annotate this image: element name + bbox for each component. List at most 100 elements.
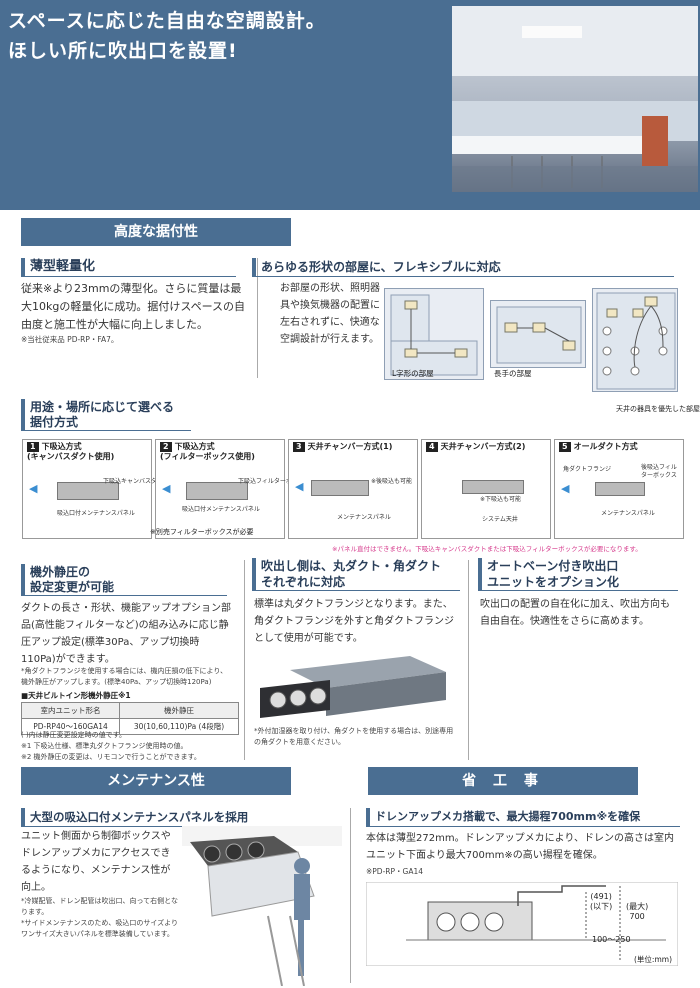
drain-note: ※PD-RP・GA14 bbox=[366, 867, 424, 876]
dim-700-value: 700 bbox=[629, 912, 645, 921]
drain-dim-700: (最大)700 bbox=[626, 902, 648, 922]
section-title-outlet-1: 吹出し側は、丸ダクト・角ダクト bbox=[252, 558, 441, 574]
method-num-5: 5 bbox=[559, 442, 571, 452]
airflow-arrow-icon: ◀ bbox=[561, 482, 570, 495]
dim-700-label: (最大) bbox=[626, 902, 649, 911]
method-label-3: 天井チャンバー方式(1) bbox=[307, 442, 393, 451]
airflow-arrow-icon: ◀ bbox=[295, 480, 304, 493]
table-cell-model: PD-RP40〜160GA14 bbox=[22, 719, 120, 734]
pressure-note-2: ※1 下吸込仕様、標準丸ダクトフランジ使用時の値。 bbox=[21, 742, 188, 750]
caption-rear-filter: 後吸込フィルターボックス bbox=[641, 464, 677, 479]
method-num-1: 1 bbox=[27, 442, 39, 452]
column-divider bbox=[468, 560, 469, 760]
column-divider bbox=[244, 560, 245, 760]
drain-dim-491: (491)(以下) bbox=[590, 892, 612, 912]
method-label-5: オールダクト方式 bbox=[573, 442, 638, 451]
panel-footnote: ※パネル直付はできません。下吸込キャンバスダクトまたは下吸込フィルターボックスが… bbox=[332, 545, 642, 553]
headline-line1: スペースに応じた自由な空調設計。 bbox=[8, 10, 326, 32]
section-title-maintenance: 大型の吸込口付メンテナンスパネルを採用 bbox=[21, 808, 339, 827]
caption-panel-1: 吸込口付メンテナンスパネル bbox=[57, 510, 135, 517]
drain-dim-range: 100〜250 bbox=[592, 935, 631, 944]
band-energy-saving: 省 工 事 bbox=[368, 767, 638, 795]
pressure-note-3: ※2 機外静圧の変更は、リモコンで行うことができます。 bbox=[21, 753, 201, 761]
drain-diagram bbox=[366, 882, 678, 966]
band-installability: 高度な据付性 bbox=[21, 218, 291, 246]
column-divider bbox=[350, 808, 351, 983]
maintenance-body: ユニット側面から制御ボックスやドレンアップメカにアクセスできるようになり、メンテ… bbox=[21, 831, 171, 893]
method-sub-1: (キャンバスダクト使用) bbox=[27, 452, 115, 461]
headline-line2: ほしい所に吹出口を設置! bbox=[8, 40, 238, 62]
thin-note: ※当社従来品 PD-RP・FA7。 bbox=[21, 335, 119, 344]
room-label-fixtures: 天井の器具を優先した部屋 bbox=[616, 405, 700, 413]
section-title-vane-2: ユニットをオプション化 bbox=[478, 574, 678, 591]
showroom-illustration bbox=[452, 6, 698, 192]
caption-panel-2: 吸込口付メンテナンスパネル bbox=[182, 506, 260, 513]
room-diagram-fixtures bbox=[592, 288, 678, 392]
unit-drawing-1 bbox=[57, 482, 119, 500]
drain-unit-label: (単位:mm) bbox=[634, 955, 672, 964]
thin-body: 従来※より23mmの薄型化。さらに質量は最大10kgの軽量化に成功。据付けスペー… bbox=[21, 282, 246, 331]
maintenance-note-1: *冷媒配管、ドレン配管は吹出口、向って右側となります。 bbox=[21, 897, 178, 916]
pressure-note-1: ( )内は静圧変更設定時の値です。 bbox=[21, 731, 126, 739]
caption-maint-panel-5: メンテナンスパネル bbox=[601, 510, 655, 517]
section-title-drain: ドレンアップメカ搭載で、最大揚程700mm※を確保 bbox=[366, 808, 680, 827]
room-diagram-long bbox=[490, 300, 586, 368]
caption-maint-panel-3: メンテナンスパネル bbox=[337, 514, 391, 521]
method-label-1: 下吸込方式 bbox=[41, 442, 82, 451]
outlet-unit-illustration bbox=[260, 656, 446, 718]
section-title-pressure-2: 設定変更が可能 bbox=[21, 579, 227, 596]
unit-drawing-3 bbox=[311, 480, 369, 496]
caption-filter-box: 下吸込フィルターボックス bbox=[238, 478, 310, 485]
dim-491-unit: (以下) bbox=[590, 902, 613, 911]
column-divider bbox=[257, 258, 258, 378]
caption-rear-inlet: ※後吸込も可能 bbox=[371, 478, 413, 485]
section-title-pressure-1: 機外静圧の bbox=[21, 564, 90, 580]
caption-square-flange: 角ダクトフランジ bbox=[563, 466, 612, 473]
table-cell-pressure: 30(10,60,110)Pa (4段階) bbox=[133, 722, 225, 731]
flexible-body: お部屋の形状、照明器具や換気機器の配置に左右されずに、快適な空調設計が行えます。 bbox=[280, 283, 380, 345]
caption-system-ceiling: システム天井 bbox=[482, 516, 518, 523]
pressure-body: ダクトの長さ・形状、機能アップオプション部品(高性能フィルターなど)の組み込みに… bbox=[21, 603, 231, 665]
maintenance-note-2: *サイドメンテナンスのため、吸込口のサイズよりワンサイズ大きいパネルを標準装備し… bbox=[21, 919, 179, 938]
method-sub-2: (フィルターボックス使用) bbox=[160, 452, 255, 461]
caption-canvas-duct: 下吸込キャンバスダクト bbox=[103, 478, 170, 485]
outlet-note: *外付加湿器を取り付け、角ダクトを使用する場合は、別途専用の角ダクトを用意くださ… bbox=[254, 727, 454, 746]
section-title-method-1: 用途・場所に応じて選べる bbox=[21, 399, 174, 415]
vane-body: 吹出口の配置の自在化に加え、吹出方向も自由自在。快適性をさらに高めます。 bbox=[480, 599, 670, 627]
unit-drawing-5 bbox=[595, 482, 645, 496]
maintenance-notes: *冷媒配管、ドレン配管は吹出口、向って右側となります。 *サイドメンテナンスのた… bbox=[21, 896, 179, 940]
method-label-4: 天井チャンバー方式(2) bbox=[440, 442, 526, 451]
pressure-table-title: ■天井ビルトイン形機外静圧※1 bbox=[21, 691, 131, 700]
section-title-method-2: 据付方式 bbox=[21, 414, 191, 431]
method-label-2: 下吸込方式 bbox=[174, 442, 215, 451]
room-label-l: L字形の部屋 bbox=[392, 369, 434, 378]
maintenance-illustration bbox=[182, 826, 342, 986]
section-title-thin: 薄型軽量化 bbox=[21, 258, 236, 277]
room-diagram-l-shape bbox=[384, 288, 484, 380]
airflow-arrow-icon: ◀ bbox=[162, 482, 171, 495]
room-label-long: 長手の部屋 bbox=[494, 369, 532, 378]
unit-drawing-4 bbox=[462, 480, 524, 494]
unit-drawing-2 bbox=[186, 482, 248, 500]
table-head-model: 室内ユニット形名 bbox=[22, 703, 120, 718]
filter-box-note: ※別売フィルターボックスが必要 bbox=[150, 528, 254, 536]
airflow-arrow-icon: ◀ bbox=[29, 482, 38, 495]
method-num-3: 3 bbox=[293, 442, 305, 452]
method-num-4: 4 bbox=[426, 442, 438, 452]
method-num-2: 2 bbox=[160, 442, 172, 452]
dim-491-value: (491) bbox=[590, 892, 612, 901]
pressure-notes: ( )内は静圧変更設定時の値です。 ※1 下吸込仕様、標準丸ダクトフランジ使用時… bbox=[21, 730, 251, 763]
section-title-flexible: あらゆる形状の部屋に、フレキシブルに対応 bbox=[252, 258, 674, 277]
caption-bottom-inlet: ※下吸込も可能 bbox=[480, 496, 522, 503]
drain-body: 本体は薄型272mm。ドレンアップメカにより、ドレンの高さは室内ユニット下面より… bbox=[366, 833, 674, 861]
outlet-body: 標準は丸ダクトフランジとなります。また、角ダクトフランジを外すと角ダクトフランジ… bbox=[254, 599, 454, 644]
pressure-table: 室内ユニット形名 機外静圧 PD-RP40〜160GA14 30(10,60,1… bbox=[21, 702, 239, 735]
pressure-note: *角ダクトフランジを使用する場合には、機内圧損の低下により、機外静圧がアップしま… bbox=[21, 667, 228, 686]
band-maintenance: メンテナンス性 bbox=[21, 767, 291, 795]
table-head-pressure: 機外静圧 bbox=[164, 706, 194, 715]
